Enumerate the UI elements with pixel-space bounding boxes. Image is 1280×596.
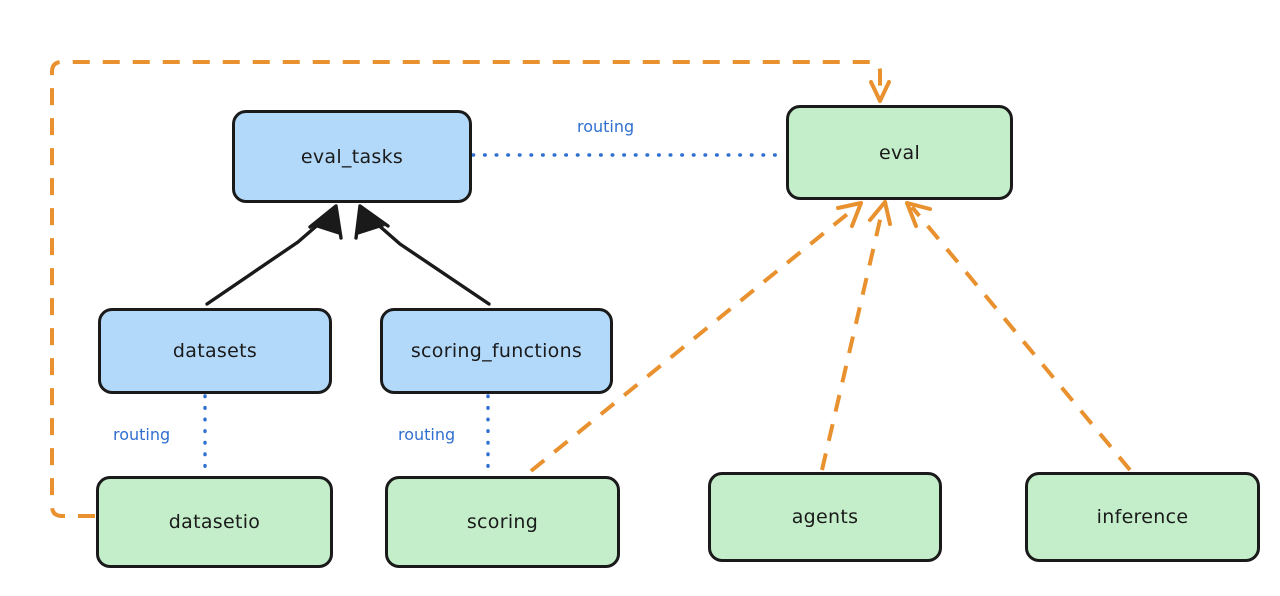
edge-inference-eval bbox=[905, 201, 1132, 472]
node-scoring[interactable]: scoring bbox=[385, 476, 620, 568]
node-label: scoring_functions bbox=[410, 340, 583, 362]
node-label: datasets bbox=[172, 340, 258, 362]
edge-scoring_functions-eval_tasks bbox=[354, 204, 491, 306]
node-eval[interactable]: eval bbox=[786, 105, 1013, 200]
edge-label-routing-datasets-datasetio: routing bbox=[113, 425, 171, 444]
node-label: datasetio bbox=[168, 511, 261, 533]
node-inference[interactable]: inference bbox=[1025, 472, 1260, 562]
edge-label-routing-scoring-functions-scoring: routing bbox=[398, 425, 456, 444]
node-eval-tasks[interactable]: eval_tasks bbox=[232, 110, 472, 203]
node-label: eval_tasks bbox=[300, 145, 404, 168]
edge-datasetio-eval bbox=[50, 60, 891, 518]
edge-scoring-eval bbox=[529, 201, 863, 473]
edge-agents-eval bbox=[820, 200, 892, 471]
node-label: eval bbox=[878, 141, 921, 164]
node-datasetio[interactable]: datasetio bbox=[96, 476, 333, 568]
node-scoring-functions[interactable]: scoring_functions bbox=[380, 308, 613, 394]
edge-datasets-eval_tasks bbox=[205, 204, 343, 306]
node-agents[interactable]: agents bbox=[708, 472, 942, 562]
node-label: scoring bbox=[466, 511, 539, 533]
node-label: agents bbox=[791, 506, 859, 528]
node-label: inference bbox=[1096, 506, 1189, 528]
node-datasets[interactable]: datasets bbox=[98, 308, 332, 394]
edge-label-routing-eval-tasks-eval: routing bbox=[577, 117, 635, 136]
